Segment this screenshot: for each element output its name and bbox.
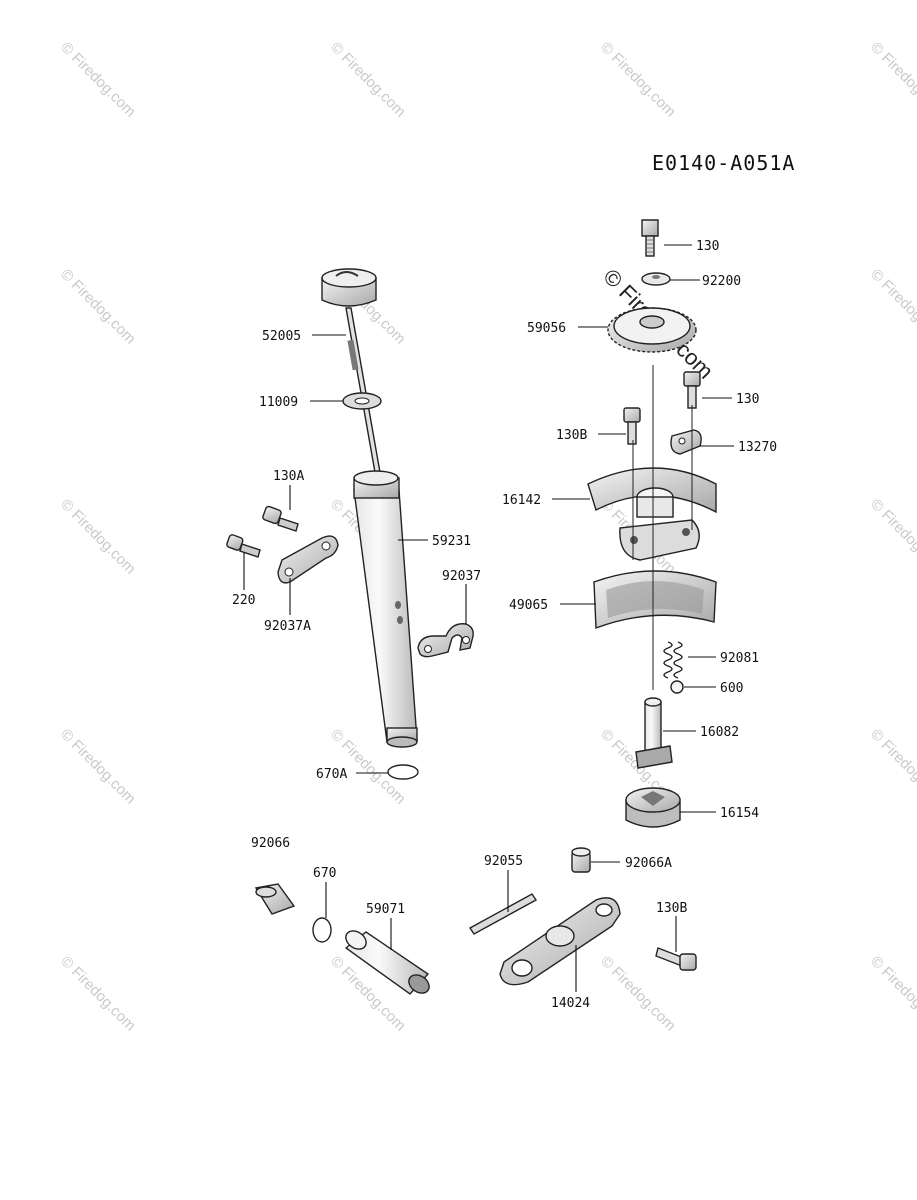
fitting-92066a-part <box>571 847 591 873</box>
bolt-130b-left-part <box>623 407 641 445</box>
label-92200: 92200 <box>702 274 741 289</box>
pin-92055-part <box>468 893 538 935</box>
label-13270: 13270 <box>738 440 777 455</box>
label-130b-left: 130B <box>556 428 587 443</box>
label-59056: 59056 <box>527 321 566 336</box>
watermark: © Firedog.com <box>867 39 917 121</box>
watermark: © Firedog.com <box>57 496 139 578</box>
label-670: 670 <box>313 866 336 881</box>
watermark: © Firedog.com <box>867 496 917 578</box>
watermark-layer: © Firedog.com © Firedog.com © Firedog.co… <box>57 39 917 1035</box>
leader-lines <box>243 244 734 992</box>
label-92066: 92066 <box>251 836 290 851</box>
label-16142: 16142 <box>502 493 541 508</box>
washer-11009-part <box>342 392 382 410</box>
label-11009: 11009 <box>259 395 298 410</box>
gear-59056-part <box>607 307 697 353</box>
label-130-top: 130 <box>696 239 719 254</box>
label-92066a: 92066A <box>625 856 672 871</box>
outer-rotor-16154-part <box>625 787 681 828</box>
bolt-220-part <box>226 534 261 558</box>
plug-92066-part <box>254 883 296 915</box>
o-ring-670-part <box>312 917 332 943</box>
label-92037a: 92037A <box>264 619 311 634</box>
watermark: © Firedog.com <box>867 726 917 808</box>
ball-600-part <box>670 680 684 694</box>
label-59071: 59071 <box>366 902 405 917</box>
watermark: © Firedog.com <box>57 953 139 1035</box>
watermark: © Firedog.com <box>57 266 139 348</box>
bolt-130a-part <box>262 505 299 532</box>
bolt-130-top-part <box>641 219 659 257</box>
label-14024: 14024 <box>551 996 590 1011</box>
label-92055: 92055 <box>484 854 523 869</box>
watermark: © Firedog.com <box>867 953 917 1035</box>
watermark: © Firedog.com <box>57 39 139 121</box>
oil-cap-part <box>321 268 377 307</box>
label-16154: 16154 <box>720 806 759 821</box>
label-16082: 16082 <box>700 725 739 740</box>
pipe-59071-part <box>344 930 430 995</box>
washer-92200-part <box>641 272 671 286</box>
label-59231: 59231 <box>432 534 471 549</box>
label-130b-right: 130B <box>656 901 687 916</box>
bracket-92037a-part <box>277 535 339 584</box>
watermark: © Firedog.com <box>327 39 409 121</box>
label-49065: 49065 <box>509 598 548 613</box>
oil-screen-49065-part <box>593 570 717 629</box>
label-92037: 92037 <box>442 569 481 584</box>
label-670a: 670A <box>316 767 347 782</box>
clamp-92037-part <box>417 623 474 658</box>
watermark: © Firedog.com <box>57 726 139 808</box>
bolt-130-mid-part <box>683 371 701 409</box>
label-52005: 52005 <box>262 329 301 344</box>
watermark: © Firedog.com <box>597 953 679 1035</box>
watermark: © Firedog.com <box>597 39 679 121</box>
arm-14024-part <box>499 897 621 986</box>
o-ring-670a-part <box>387 764 419 780</box>
label-92081: 92081 <box>720 651 759 666</box>
label-130a: 130A <box>273 469 304 484</box>
diagram-code: E0140-A051A <box>652 151 795 175</box>
oil-tube-part <box>353 470 418 748</box>
spring-92081-part <box>663 641 683 679</box>
bolt-130b-right-part <box>655 947 697 971</box>
watermark: © Firedog.com <box>867 266 917 348</box>
label-600: 600 <box>720 681 743 696</box>
plate-13270-part <box>670 429 702 455</box>
label-130-mid: 130 <box>736 392 759 407</box>
rotor-shaft-16082-part <box>635 697 673 769</box>
pump-housing-16142-part <box>587 467 717 561</box>
label-220: 220 <box>232 593 255 608</box>
